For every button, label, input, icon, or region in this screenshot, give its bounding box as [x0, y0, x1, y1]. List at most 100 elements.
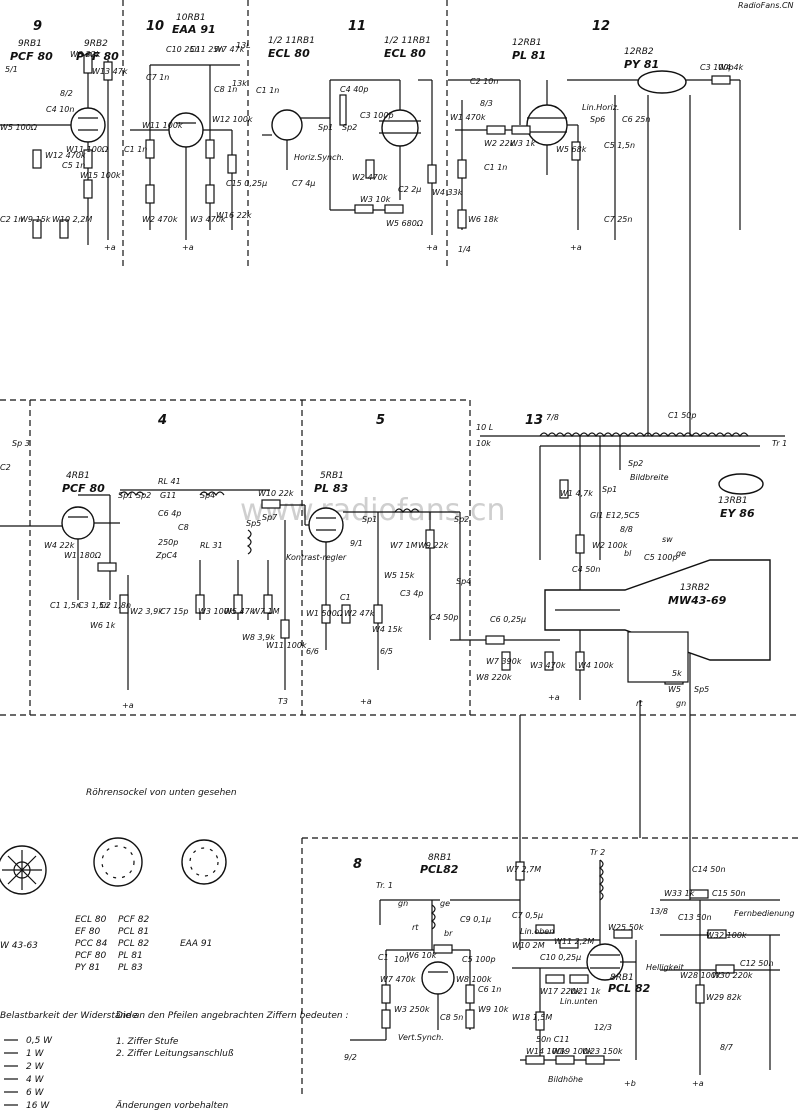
tube-4rb1-ref: 4RB1 [66, 471, 90, 481]
label-13-c1: C1 50p [668, 411, 696, 420]
label-9-tap-51: 5/1 [5, 65, 18, 74]
label-9-w13: W13 47k [92, 67, 128, 76]
label-4-c7: C7 15p [160, 607, 188, 616]
label-12-w6: W6 18k [468, 215, 499, 224]
label-4-zpc4: ZpC4 [155, 551, 177, 560]
power-item-0: 0,5 W [26, 1036, 53, 1046]
socket-col1-4: PY 81 [75, 963, 100, 973]
label-8-w3: W3 250k [394, 1005, 430, 1014]
label-8-c1: C1 [378, 953, 389, 962]
socket-col2-3: PL 81 [118, 951, 143, 961]
tube-11a-type: ECL 80 [268, 47, 310, 60]
socket-col1-1: EF 80 [75, 927, 100, 937]
tube-11a-ref: 1/2 11RB1 [268, 36, 315, 46]
label-13-bildbreite: Bildbreite [630, 473, 669, 482]
label-4-sp1: Sp1 [118, 491, 133, 500]
label-4-c1: C1 1,5n [50, 601, 81, 610]
label-12-w2: W2 22k [484, 139, 515, 148]
power-item-4: 6 W [26, 1088, 45, 1098]
tube-12rb2-type: PY 81 [624, 58, 659, 71]
label-8-c12: C12 50n [740, 959, 774, 968]
label-10-w11: W11 100k [142, 121, 183, 130]
label-8-tr2: Tr 2 [590, 848, 605, 857]
label-10-c1: C1 1n [124, 145, 147, 154]
label-11-w5: W5 680Ω [386, 219, 424, 228]
power-item-2: 2 W [26, 1062, 45, 1072]
section-4: 4RB1 PCF 80 Sp 3 C2 RL 41 Sp1 Sp2 G11 Sp… [0, 439, 280, 710]
label-12-c5: C5 1,5n [604, 141, 635, 150]
label-8-c8: C8 5n [440, 1013, 463, 1022]
section-9: 9RB1 PCF 80 9RB2 PCF 80 W8 22k W13 47k C… [0, 39, 128, 252]
label-8-w28: W28 100k [680, 971, 721, 980]
section-12-number: 12 [592, 19, 610, 34]
label-8-w17: W17 220k [540, 987, 581, 996]
tube-9rb2-ref: 9RB2 [84, 39, 108, 49]
label-8-w8: W8 100k [456, 975, 492, 984]
section-8-number: 8 [353, 857, 362, 872]
label-4-w4: W4 22k [44, 541, 75, 550]
label-8-w11: W11 2,2M [554, 937, 594, 946]
label-10-c7: C7 1n [146, 73, 169, 82]
label-10-w12: W12 100k [212, 115, 253, 124]
label-8-w9: W9 10k [478, 1005, 509, 1014]
label-10-c15: C15 0,25µ [226, 179, 267, 188]
label-5-sp7: Sp7 [262, 513, 278, 522]
label-4-rl31: RL 31 [200, 541, 223, 550]
label-4-sp2: Sp2 [136, 491, 151, 500]
label-9-c5: C5 1n [62, 161, 85, 170]
label-8-w33: W33 1k [664, 889, 695, 898]
label-5-tap-66: 6/6 [306, 647, 319, 656]
supply-9-a: +a [104, 243, 116, 252]
supply-12-a: +a [570, 243, 582, 252]
label-8-linunten: Lin.unten [560, 997, 598, 1006]
label-13-w7: W7 390k [486, 657, 522, 666]
arrow-note-title: Die an den Pfeilen angebrachten Ziffern … [116, 1011, 348, 1021]
tube-8rb1b-ref: 8RB1 [610, 973, 634, 983]
label-4-w6: W6 1k [90, 621, 116, 630]
label-8-br: br [444, 929, 453, 938]
power-item-5: 16 W [26, 1101, 50, 1111]
label-12-c6: C6 25n [622, 115, 650, 124]
label-13-c6: C6 0,25µ [490, 615, 526, 624]
tube-12rb1-ref: 12RB1 [512, 38, 542, 48]
label-8-w32: W32 100k [706, 931, 747, 940]
label-8-c7: C7 0,5µ [512, 911, 543, 920]
label-4-c6: C6 4p [158, 509, 181, 518]
label-12-w4: W4 4k [718, 63, 744, 72]
label-9-w12: W12 470k [45, 151, 86, 160]
label-8-tap-123: 12/3 [594, 1023, 612, 1032]
label-13-sw: sw [662, 535, 673, 544]
socket-col2-2: PCL 82 [118, 939, 149, 949]
socket-col1-2: PCC 84 [75, 939, 108, 949]
label-9-c4: C4 10n [46, 105, 74, 114]
label-9-w9: W9 15k [20, 215, 51, 224]
label-4-c3: C3 1,5n [78, 601, 109, 610]
label-8-10n: 10n [394, 955, 409, 964]
arrow-note-line2: 2. Ziffer Leitungsanschluß [116, 1049, 234, 1059]
label-5-tap-91: 9/1 [350, 539, 363, 548]
label-13-sp2: Sp2 [628, 459, 643, 468]
label-13-c5: C5 100p [644, 553, 678, 562]
power-item-3: 4 W [26, 1075, 45, 1085]
label-8-w6: W6 10k [406, 951, 437, 960]
label-8-c9: C9 0,1µ [460, 915, 491, 924]
label-8-tr1: Tr. 1 [376, 881, 393, 890]
label-10-13k: 13k [232, 79, 247, 88]
label-8-bildhohe: Bildhöhe [548, 1075, 583, 1084]
section-10-number: 10 [146, 19, 164, 34]
label-8-w19: W19 100k [552, 1047, 593, 1056]
label-10-c11: C11 25n [190, 45, 224, 54]
label-4-w7: W7 1M [252, 607, 280, 616]
label-10-w16: W16 22k [216, 211, 252, 220]
label-10-w7: W7 47k [214, 45, 245, 54]
label-4-rl41: RL 41 [158, 477, 181, 486]
label-13-bl: bl [624, 549, 632, 558]
label-12-c3: C3 100p [700, 63, 734, 72]
label-9-w5: W5 100Ω [0, 123, 38, 132]
label-5-w5: W5 15k [384, 571, 415, 580]
label-8-w7b: W7 2,7M [506, 865, 541, 874]
tube-10rb1-type: EAA 91 [172, 23, 216, 36]
label-11-c3: C3 100p [360, 111, 394, 120]
section-12: 12RB1 PL 81 12RB2 PY 81 C2 10n W1 470k W… [448, 38, 744, 400]
